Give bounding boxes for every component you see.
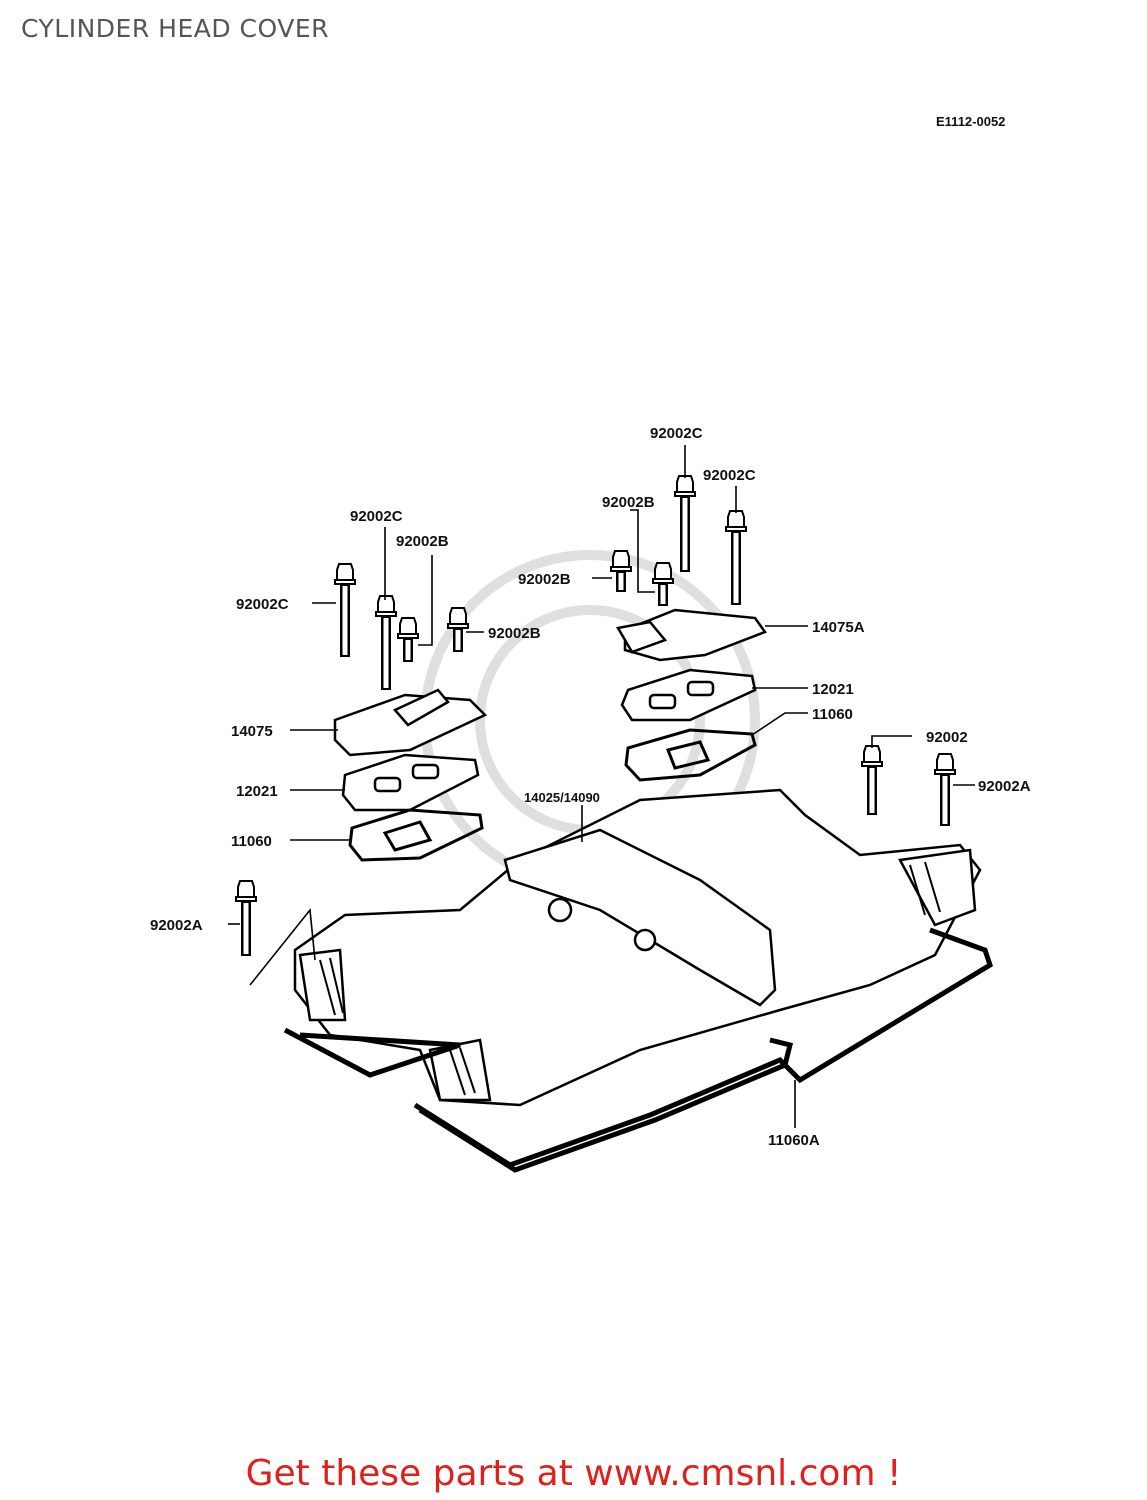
label-92002c-left-top: 92002C [350,508,403,525]
bolt-92002-right [861,745,883,815]
label-11060-right: 11060 [812,706,853,723]
label-92002c-top-right: 92002C [703,467,756,484]
seal-11060-right [624,728,757,782]
promo-link[interactable]: Get these parts at www.cmsnl.com ! [245,1453,902,1494]
label-92002c-top: 92002C [650,425,703,442]
bolt-92002b-left [447,607,469,652]
label-92002a-left: 92002A [150,917,203,934]
seal-11060-left [348,808,484,862]
bolt-92002b-mid-right [652,562,674,606]
label-11060a: 11060A [768,1132,820,1149]
cap-14075a [616,608,767,662]
bolt-92002b-left-top [397,617,419,662]
label-92002a-right: 92002A [978,778,1031,795]
label-92002b-mid-right: 92002B [518,571,571,588]
label-92002b-left-top: 92002B [396,533,449,550]
label-92002c-left: 92002C [236,596,289,613]
bolt-92002a-left [235,880,257,956]
gasket-12021-left [341,753,480,812]
bolt-92002c-top-right [725,510,747,605]
bolt-92002a-right [934,753,956,826]
cover-gasket-11060a [283,927,994,1173]
bolt-92002c-left [334,563,356,657]
gasket-12021-right [620,668,757,722]
cap-14075 [333,688,488,757]
label-14025-14090: 14025/14090 [524,790,600,805]
label-12021-left: 12021 [236,783,278,800]
label-14075: 14075 [231,723,273,740]
diagram-code: E1112-0052 [936,114,1006,129]
bolt-92002c-top [674,475,696,572]
label-11060-left: 11060 [231,833,272,850]
cover-fins [319,861,941,1096]
cylinder-head-cover-14025-14090 [293,788,982,1107]
label-92002b-top-right: 92002B [602,494,655,511]
bolt-92002b-top-right [610,550,632,592]
label-92002-right: 92002 [926,729,968,746]
leader-lines [228,445,975,1128]
label-92002b-left: 92002B [488,625,541,642]
label-12021-right: 12021 [812,681,854,698]
page-title: CYLINDER HEAD COVER [21,14,330,43]
label-14075a: 14075A [812,619,865,636]
bolt-92002c-left-top [375,595,397,690]
